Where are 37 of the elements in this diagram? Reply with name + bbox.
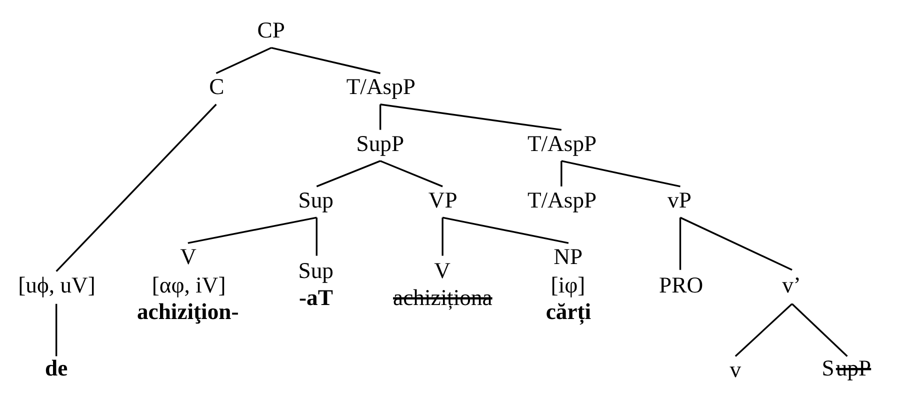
node-text: C xyxy=(209,74,224,99)
node-text: T/AspP xyxy=(527,130,597,156)
node-text: Sup xyxy=(298,186,334,212)
connector xyxy=(442,216,569,244)
connector xyxy=(271,46,381,74)
connector xyxy=(55,303,58,356)
connector xyxy=(791,302,848,356)
connector xyxy=(380,160,443,187)
node-text: T/AspP xyxy=(346,74,416,99)
node-text: V achiziționa xyxy=(393,258,492,310)
node-text: v’ xyxy=(782,272,801,297)
node-text: v xyxy=(730,356,742,382)
connector xyxy=(680,216,792,270)
node-text: T/AspP xyxy=(527,186,597,212)
connector xyxy=(679,217,682,270)
connector xyxy=(188,216,317,244)
connector xyxy=(379,104,382,130)
node-text: V [αφ, iV] achiziţion- xyxy=(136,243,239,324)
node-text: de xyxy=(45,355,68,380)
connector xyxy=(216,46,272,74)
connector xyxy=(316,217,318,256)
connector xyxy=(442,217,444,256)
node-text: [uϕ, uV] xyxy=(18,272,96,297)
node-text: PRO xyxy=(659,272,704,297)
node-text: Sup -aT xyxy=(298,258,334,310)
connector xyxy=(380,103,562,130)
node-text: CP xyxy=(257,17,285,42)
connector xyxy=(56,103,217,272)
connector xyxy=(561,160,680,187)
connector xyxy=(560,160,562,186)
node-text: NP [iφ] cărți xyxy=(546,243,592,324)
connector xyxy=(734,302,793,356)
node-text: SupP xyxy=(822,355,872,380)
connector xyxy=(316,160,381,187)
node-text: SupP xyxy=(356,130,404,156)
node-text: vP xyxy=(668,186,692,212)
node-text: VP xyxy=(428,186,458,212)
